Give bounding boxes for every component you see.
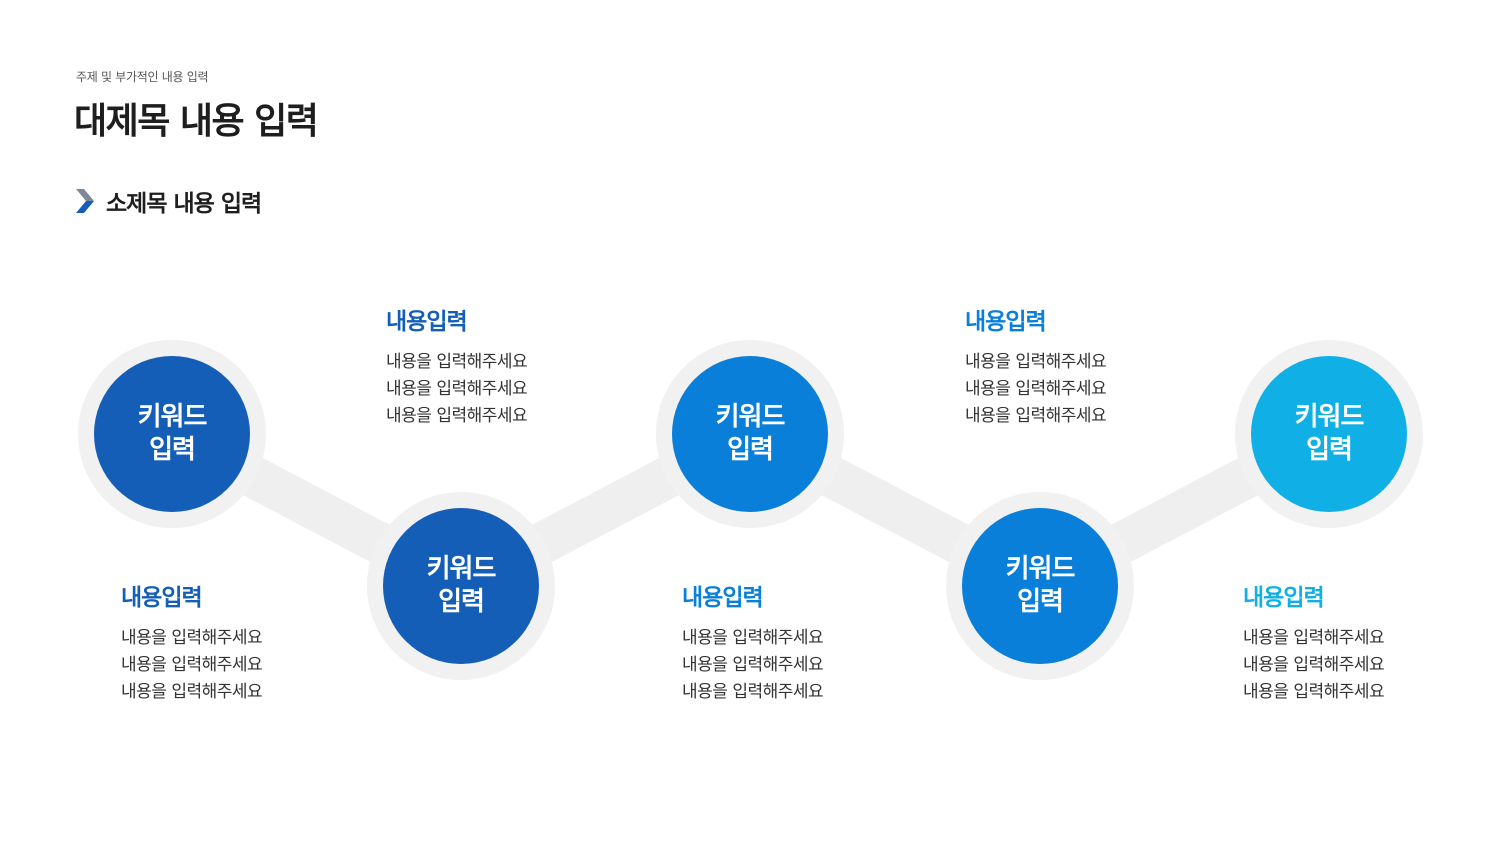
step-node-5: 키워드 입력 <box>1235 340 1423 528</box>
step-line: 내용을 입력해주세요 <box>386 406 528 426</box>
keyword-circle-1: 키워드 입력 <box>94 356 250 512</box>
step-text-3: 내용입력 내용을 입력해주세요 내용을 입력해주세요 내용을 입력해주세요 <box>682 583 824 706</box>
chevron-right-icon <box>76 189 94 213</box>
page-title: 대제목 내용 입력 <box>74 101 319 142</box>
step-line: 내용을 입력해주세요 <box>965 379 1107 399</box>
keyword-line2: 입력 <box>438 587 485 617</box>
keyword-circle-2: 키워드 입력 <box>383 508 539 664</box>
step-heading: 내용입력 <box>386 309 468 335</box>
step-line: 내용을 입력해주세요 <box>121 628 263 648</box>
step-line: 내용을 입력해주세요 <box>121 655 263 675</box>
step-line: 내용을 입력해주세요 <box>1243 628 1385 648</box>
step-node-1: 키워드 입력 <box>78 340 266 528</box>
keyword-line2: 입력 <box>149 435 196 465</box>
page-subtitle: 주제 및 부가적인 내용 입력 <box>76 70 209 84</box>
section-header: 소제목 내용 입력 <box>74 184 262 218</box>
keyword-line1: 키워드 <box>1294 402 1365 432</box>
keyword-circle-3: 키워드 입력 <box>672 356 828 512</box>
keyword-line2: 입력 <box>1306 435 1353 465</box>
keyword-circle-5: 키워드 입력 <box>1251 356 1407 512</box>
step-line: 내용을 입력해주세요 <box>386 352 528 372</box>
step-line: 내용을 입력해주세요 <box>121 682 263 702</box>
keyword-line2: 입력 <box>1017 587 1064 617</box>
step-text-2: 내용입력 내용을 입력해주세요 내용을 입력해주세요 내용을 입력해주세요 <box>386 307 528 430</box>
step-line: 내용을 입력해주세요 <box>1243 682 1385 702</box>
keyword-line1: 키워드 <box>1005 554 1076 584</box>
step-line: 내용을 입력해주세요 <box>682 655 824 675</box>
step-line: 내용을 입력해주세요 <box>682 628 824 648</box>
section-title: 소제목 내용 입력 <box>106 191 262 217</box>
step-node-3: 키워드 입력 <box>656 340 844 528</box>
step-text-1: 내용입력 내용을 입력해주세요 내용을 입력해주세요 내용을 입력해주세요 <box>121 583 263 706</box>
step-heading: 내용입력 <box>1243 585 1325 611</box>
keyword-line1: 키워드 <box>715 402 786 432</box>
step-line: 내용을 입력해주세요 <box>386 379 528 399</box>
keyword-line1: 키워드 <box>137 402 208 432</box>
step-heading: 내용입력 <box>682 585 764 611</box>
step-line: 내용을 입력해주세요 <box>965 406 1107 426</box>
step-heading: 내용입력 <box>965 309 1047 335</box>
step-node-4: 키워드 입력 <box>946 492 1134 680</box>
step-node-2: 키워드 입력 <box>367 492 555 680</box>
step-line: 내용을 입력해주세요 <box>965 352 1107 372</box>
step-text-4: 내용입력 내용을 입력해주세요 내용을 입력해주세요 내용을 입력해주세요 <box>965 307 1107 430</box>
step-line: 내용을 입력해주세요 <box>682 682 824 702</box>
step-text-5: 내용입력 내용을 입력해주세요 내용을 입력해주세요 내용을 입력해주세요 <box>1243 583 1385 706</box>
step-heading: 내용입력 <box>121 585 203 611</box>
step-line: 내용을 입력해주세요 <box>1243 655 1385 675</box>
keyword-line1: 키워드 <box>426 554 497 584</box>
keyword-line2: 입력 <box>727 435 774 465</box>
keyword-circle-4: 키워드 입력 <box>962 508 1118 664</box>
